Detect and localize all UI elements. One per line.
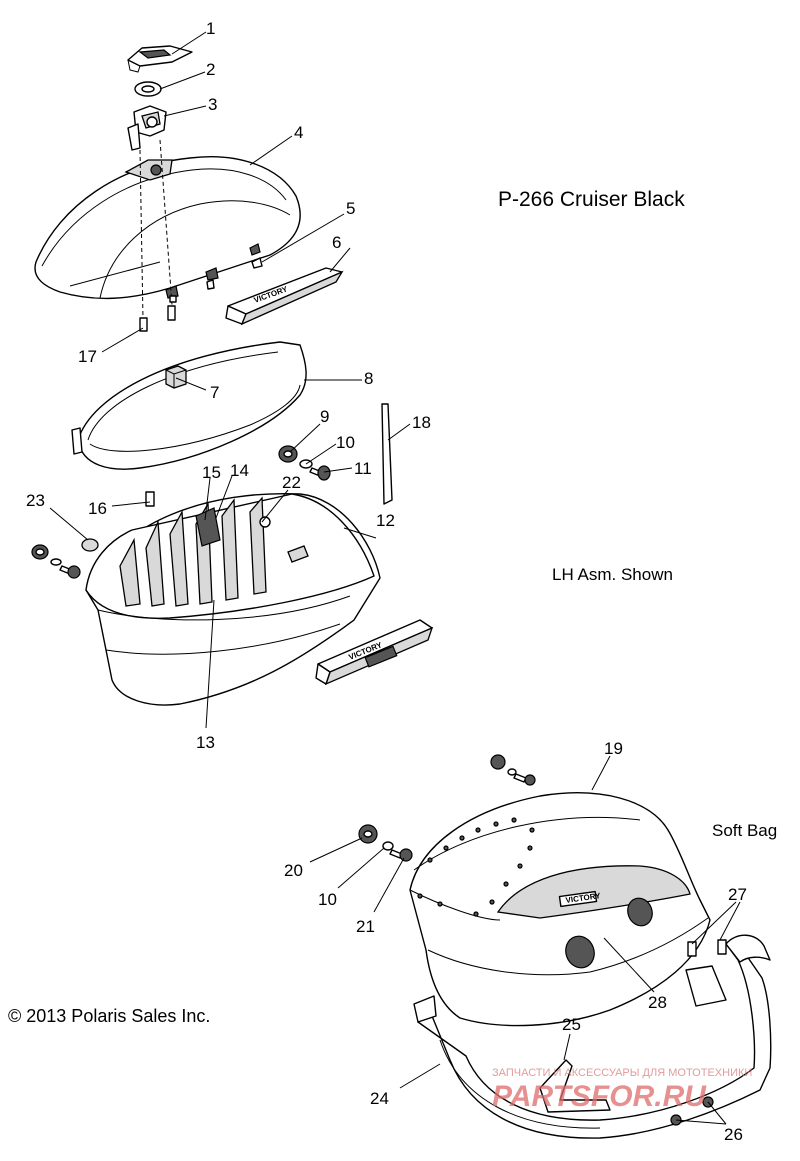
lower-badge-part: VICTORY [315,619,434,686]
soft-bag-part: VICTORY [409,792,711,1027]
callout-5: 5 [346,199,355,218]
callout-21: 21 [356,917,375,936]
callout-10: 10 [336,433,355,452]
soft-bag-upper-fasteners [490,754,536,786]
upper-badge-part: VICTORY [225,267,344,326]
washer-part [134,81,162,97]
callout-1: 1 [206,19,215,38]
bracket-bolts-part [685,939,727,1007]
inner-ribs [119,496,267,607]
callout-19: 19 [604,739,623,758]
callout-26: 26 [724,1125,743,1144]
callout-12: 12 [376,511,395,530]
callout-16: 16 [88,499,107,518]
lid-bolt-part [139,295,177,332]
lid-seal-part [71,341,307,470]
watermark: ЗАПЧАСТИ И АКСЕССУАРЫ ДЛЯ МОТОТЕХНИКИ PA… [492,1067,752,1113]
callout-20: 20 [284,861,303,880]
callout-15: 15 [202,463,221,482]
watermark-logo: PARTSFOR.RU [492,1080,707,1113]
callout-23: 23 [26,491,45,510]
left-fastener-stack-part [31,544,81,579]
rivet-row [417,817,535,917]
saddlebag-lid-part [34,156,301,300]
leader-lines [49,31,741,1125]
callout-28: 28 [648,993,667,1012]
callout-2: 2 [206,60,215,79]
screw-part [206,257,263,290]
hinge-strap-part [381,403,393,505]
callout-3: 3 [208,95,217,114]
callout-8: 8 [364,369,373,388]
callout-4: 4 [294,123,303,142]
callout-numbers: 1 2 3 4 5 6 17 7 8 9 10 11 18 12 15 14 1… [26,19,747,1144]
assembly-note: LH Asm. Shown [552,565,673,584]
callout-27: 27 [728,885,747,904]
clip-pin-part [145,491,155,507]
callout-13: 13 [196,733,215,752]
callout-17: 17 [78,347,97,366]
callout-10b: 10 [318,890,337,909]
mount-bracket-part [539,1059,611,1113]
callout-24: 24 [370,1089,389,1108]
soft-bag-side-fasteners [358,824,413,862]
copyright-notice: © 2013 Polaris Sales Inc. [8,1006,210,1026]
callout-25: 25 [562,1015,581,1034]
saddlebag-body-part [85,492,381,706]
diagram-title: P-266 Cruiser Black [498,188,685,211]
rubber-plug-part [81,538,99,552]
callout-9: 9 [320,407,329,426]
soft-bag-label: Soft Bag [712,821,777,840]
support-rail-part [413,934,772,1139]
bumper-block-part [165,365,187,389]
callout-11: 11 [354,459,372,478]
callout-6: 6 [332,233,341,252]
latch-mechanism-part [127,105,167,151]
latch-cover-part [127,45,193,73]
callout-7: 7 [210,383,219,402]
callout-18: 18 [412,413,431,432]
callout-22: 22 [282,473,301,492]
watermark-subtitle: ЗАПЧАСТИ И АКСЕССУАРЫ ДЛЯ МОТОТЕХНИКИ [492,1067,752,1079]
callout-14: 14 [230,461,249,480]
